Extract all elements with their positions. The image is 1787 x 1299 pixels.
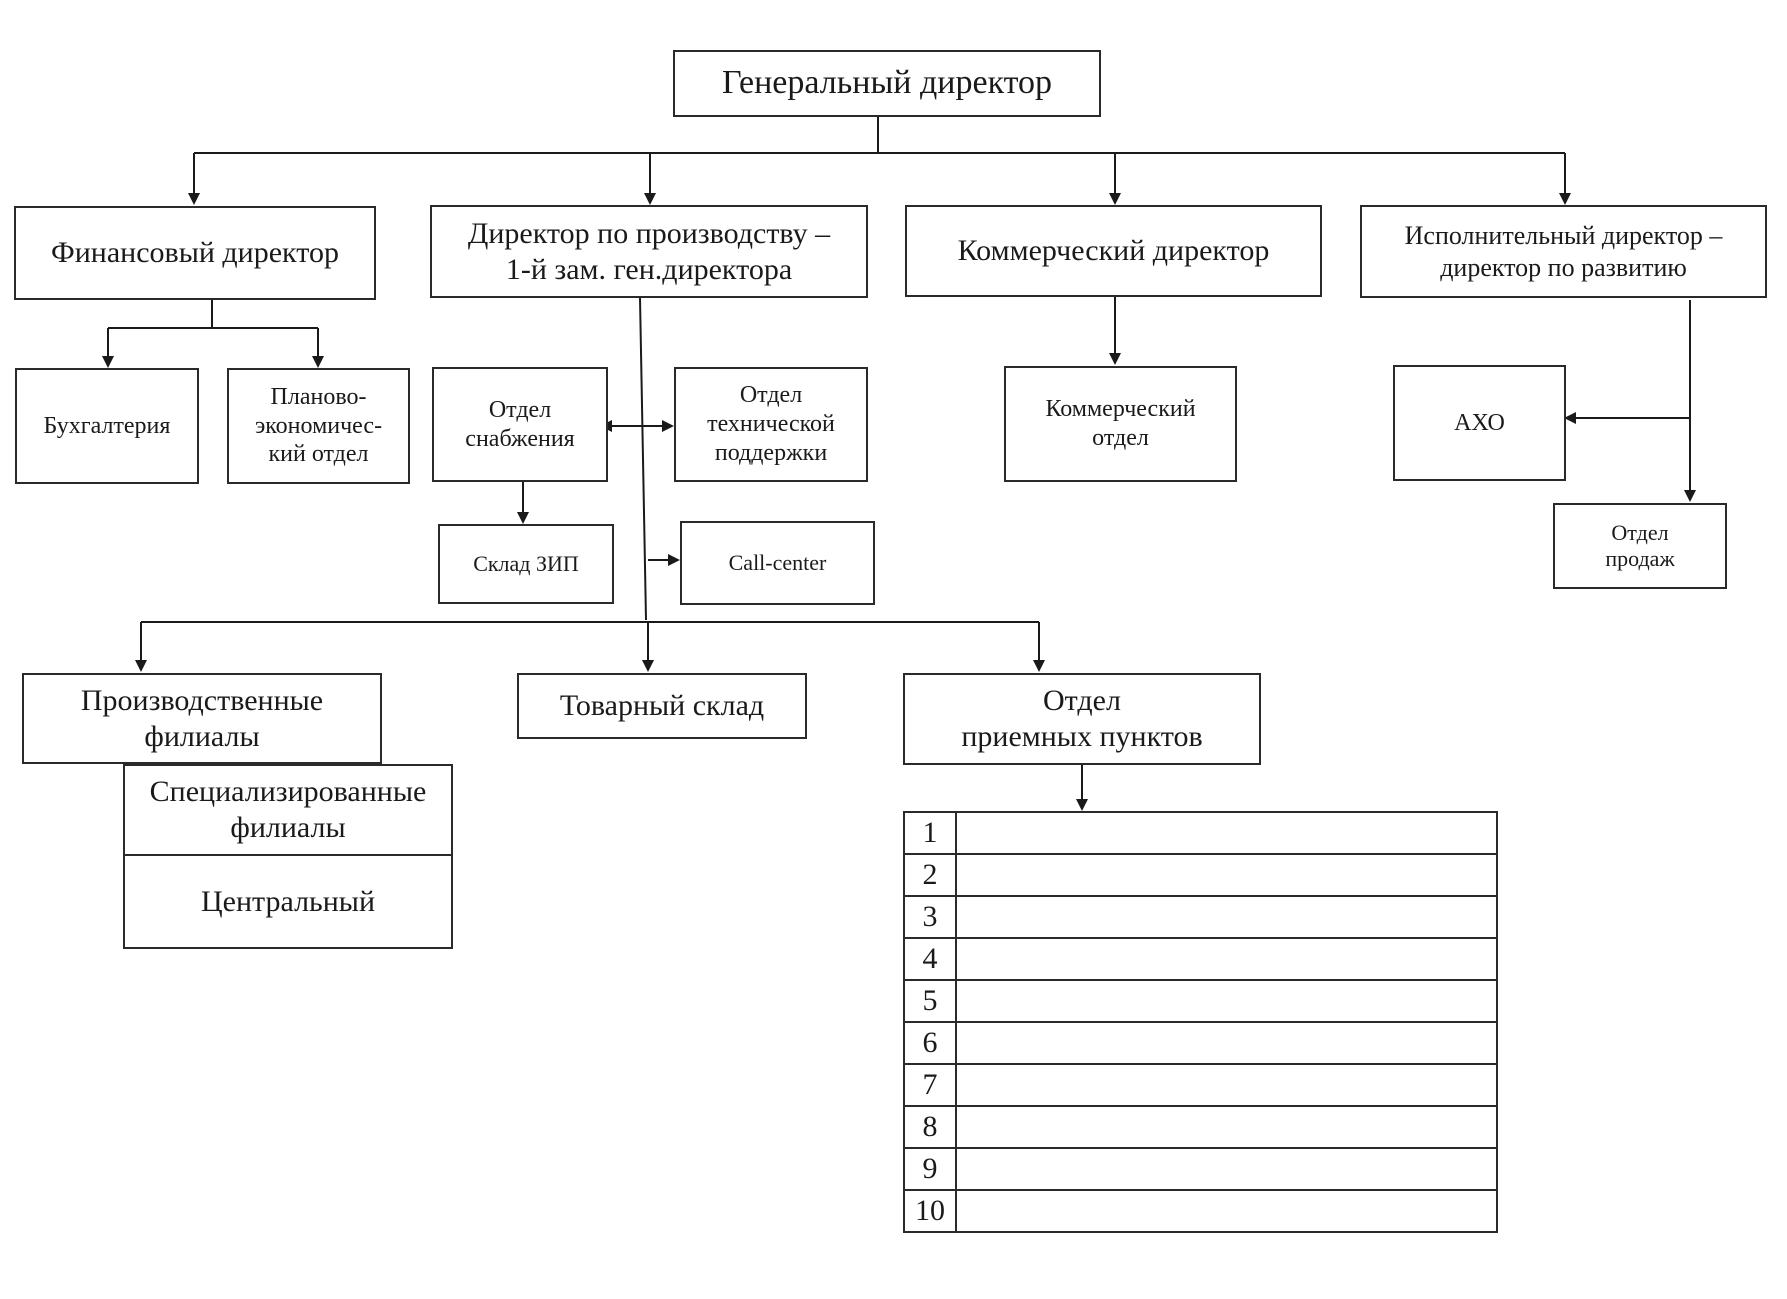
finance-director-box: Финансовый директор [14, 206, 376, 300]
point-cell [955, 979, 1498, 1023]
executive-director-label: Исполнительный директор – директор по ра… [1404, 221, 1723, 282]
reception-points-dept-label: Отдел приемных пунктов [961, 684, 1203, 753]
tech-support-dept-box: Отдел технической поддержки [674, 367, 868, 482]
specialized-branches-box: Специализированные филиалы [123, 764, 453, 856]
commercial-director-box: Коммерческий директор [905, 205, 1322, 297]
executive-director-box: Исполнительный директор – директор по ра… [1360, 205, 1767, 298]
spare-parts-warehouse-label: Склад ЗИП [473, 550, 579, 576]
accounting-box: Бухгалтерия [15, 368, 199, 484]
point-number: 9 [903, 1147, 957, 1191]
production-branches-box: Производственные филиалы [22, 673, 382, 764]
planning-dept-label: Планово- экономичес- кий отдел [254, 383, 383, 468]
sales-dept-box: Отдел продаж [1553, 503, 1727, 589]
commercial-director-label: Коммерческий директор [957, 234, 1270, 267]
point-number: 7 [903, 1063, 957, 1107]
point-number: 2 [903, 853, 957, 897]
point-number: 10 [903, 1189, 957, 1233]
goods-warehouse-box: Товарный склад [517, 673, 807, 739]
point-number: 8 [903, 1105, 957, 1149]
point-number: 1 [903, 811, 957, 855]
point-cell [955, 853, 1498, 897]
goods-warehouse-label: Товарный склад [559, 689, 765, 722]
point-cell [955, 1189, 1498, 1233]
central-branch-label: Центральный [200, 884, 375, 918]
table-row: 3 [903, 895, 1498, 939]
table-row: 1 [903, 811, 1498, 855]
table-row: 8 [903, 1105, 1498, 1149]
general-director-box: Генеральный директор [673, 50, 1101, 117]
call-center-box: Call-center [680, 521, 875, 605]
table-row: 7 [903, 1063, 1498, 1107]
table-row: 5 [903, 979, 1498, 1023]
central-branch-box: Центральный [123, 854, 453, 949]
point-number: 6 [903, 1021, 957, 1065]
table-row: 10 [903, 1189, 1498, 1233]
point-cell [955, 811, 1498, 855]
tech-support-dept-label: Отдел технической поддержки [707, 382, 835, 466]
accounting-label: Бухгалтерия [43, 412, 171, 439]
general-director-label: Генеральный директор [721, 64, 1053, 102]
production-director-label: Директор по производству – 1-й зам. ген.… [467, 216, 831, 286]
spare-parts-warehouse-box: Склад ЗИП [438, 524, 614, 604]
point-cell [955, 1063, 1498, 1107]
sales-dept-label: Отдел продаж [1605, 519, 1675, 571]
point-cell [955, 937, 1498, 981]
finance-director-label: Финансовый директор [51, 236, 339, 269]
table-row: 4 [903, 937, 1498, 981]
commercial-dept-label: Коммерческий отдел [1045, 396, 1196, 451]
table-row: 2 [903, 853, 1498, 897]
aho-box: АХО [1393, 365, 1566, 481]
specialized-branches-label: Специализированные филиалы [149, 775, 427, 844]
production-branches-label: Производственные филиалы [80, 683, 324, 753]
reception-points-dept-box: Отдел приемных пунктов [903, 673, 1261, 765]
point-number: 4 [903, 937, 957, 981]
supply-dept-label: Отдел снабжения [465, 396, 575, 452]
supply-dept-box: Отдел снабжения [432, 367, 608, 482]
call-center-label: Call-center [728, 549, 827, 575]
commercial-dept-box: Коммерческий отдел [1004, 366, 1237, 482]
point-number: 5 [903, 979, 957, 1023]
point-cell [955, 1021, 1498, 1065]
point-cell [955, 895, 1498, 939]
table-row: 6 [903, 1021, 1498, 1065]
connector [639, 297, 647, 621]
production-director-box: Директор по производству – 1-й зам. ген.… [430, 205, 868, 298]
point-number: 3 [903, 895, 957, 939]
point-cell [955, 1105, 1498, 1149]
reception-points-table: 1 2 3 4 5 6 7 8 9 10 [903, 811, 1498, 1233]
point-cell [955, 1147, 1498, 1191]
planning-dept-box: Планово- экономичес- кий отдел [227, 368, 410, 484]
aho-label: АХО [1454, 409, 1505, 436]
table-row: 9 [903, 1147, 1498, 1191]
